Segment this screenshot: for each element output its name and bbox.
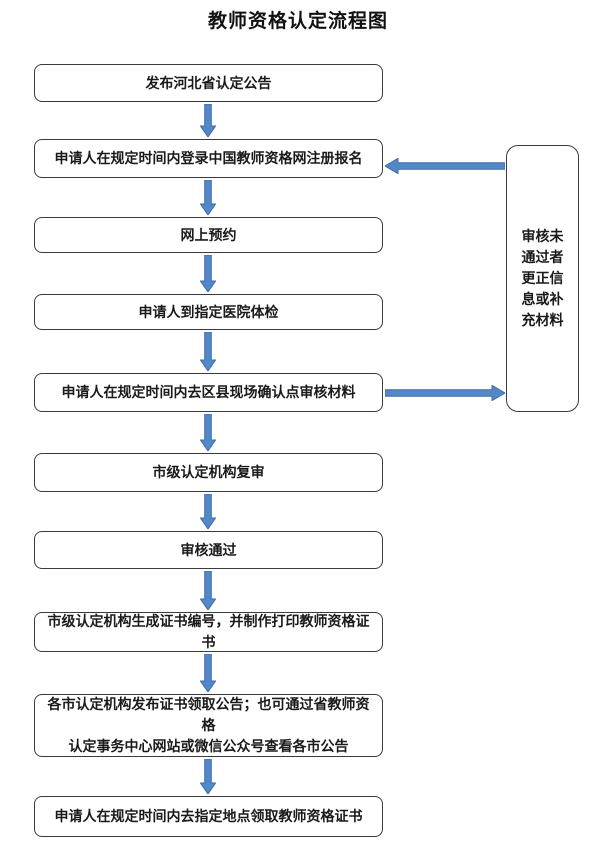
arrow-down-icon: [200, 104, 216, 137]
arrow-down-icon: [200, 255, 216, 292]
flow-step-label: 申请人到指定医院体检: [138, 303, 279, 320]
flow-step-physical-exam: 申请人到指定医院体检: [34, 294, 383, 330]
arrow-down-icon: [200, 180, 216, 215]
arrow-right-icon: [385, 385, 505, 401]
arrow-down-icon: [200, 414, 216, 451]
side-note-review-failed: 审核未 通过者 更正信 息或补 充材料: [506, 145, 579, 412]
side-note-line4: 息或补: [521, 291, 564, 307]
flow-step-onsite-verification: 申请人在规定时间内去区县现场确认点审核材料: [34, 373, 383, 412]
flow-step-label: 申请人在规定时间内去区县现场确认点审核材料: [61, 384, 356, 400]
flow-step-label: 市级认定机构复审: [152, 464, 265, 480]
side-note-line1: 审核未: [521, 228, 564, 244]
side-note-line3: 更正信: [521, 270, 564, 286]
arrow-down-icon: [200, 494, 216, 529]
flow-step-label: 申请人在规定时间内去指定地点领取教师资格证书: [54, 808, 363, 824]
flow-step-review-passed: 审核通过: [34, 531, 383, 569]
flow-step-label: 网上预约: [180, 226, 237, 243]
arrow-down-icon: [200, 571, 216, 610]
arrow-down-icon: [200, 332, 216, 371]
flow-step-certificate-generation: 市级认定机构生成证书编号，并制作打印教师资格证书: [34, 612, 383, 652]
flow-step-certificate-collection: 申请人在规定时间内去指定地点领取教师资格证书: [34, 796, 383, 837]
arrow-down-icon: [200, 759, 216, 794]
flow-step-collection-announcement: 各市认定机构发布证书领取公告；也可通过省教师资格 认定事务中心网站或微信公众号查…: [34, 694, 383, 757]
flow-step-label: 审核通过: [180, 541, 237, 558]
arrow-left-icon: [385, 158, 505, 174]
side-note-line5: 充材料: [521, 312, 564, 328]
flow-step-municipal-review: 市级认定机构复审: [34, 453, 383, 492]
flow-step-online-registration: 申请人在规定时间内登录中国教师资格网注册报名: [34, 139, 383, 178]
flow-step-label: 申请人在规定时间内登录中国教师资格网注册报名: [54, 150, 363, 166]
arrow-down-icon: [200, 654, 216, 692]
flow-step-publish-announcement: 发布河北省认定公告: [34, 64, 383, 102]
flow-step-label: 市级认定机构生成证书编号，并制作打印教师资格证书: [47, 613, 370, 650]
side-note-line2: 通过者: [521, 249, 564, 265]
flow-step-label-line1: 各市认定机构发布证书领取公告；也可通过省教师资格: [47, 696, 370, 733]
flow-step-label: 发布河北省认定公告: [145, 74, 272, 91]
flow-step-label-line2: 认定事务中心网站或微信公众号查看各市公告: [68, 738, 349, 754]
flow-step-online-appointment: 网上预约: [34, 217, 383, 253]
page-title: 教师资格认定流程图: [207, 11, 388, 32]
